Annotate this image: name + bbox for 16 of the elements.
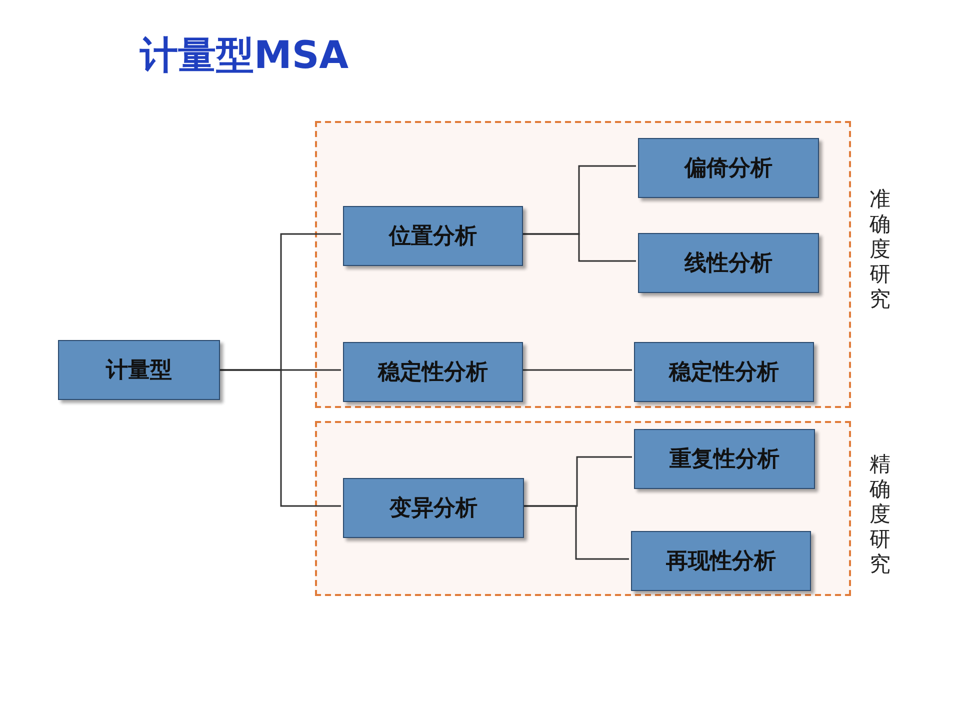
- group-label: 精确度研究: [868, 452, 892, 577]
- group-label: 准确度研究: [868, 187, 892, 312]
- process-box: 位置分析: [343, 206, 523, 266]
- process-box: 变异分析: [343, 478, 524, 538]
- process-box: 再现性分析: [631, 531, 811, 591]
- title: 计量型MSA: [140, 32, 349, 79]
- connector-line: [220, 369, 341, 507]
- connector-line: [521, 369, 632, 371]
- connector-line: [522, 505, 629, 560]
- process-box: 稳定性分析: [634, 342, 814, 402]
- process-box: 重复性分析: [634, 429, 815, 489]
- process-box: 线性分析: [638, 233, 819, 293]
- process-box: 稳定性分析: [343, 342, 523, 402]
- process-box: 偏倚分析: [638, 138, 819, 198]
- connector-line: [521, 233, 636, 262]
- process-box: 计量型: [58, 340, 220, 400]
